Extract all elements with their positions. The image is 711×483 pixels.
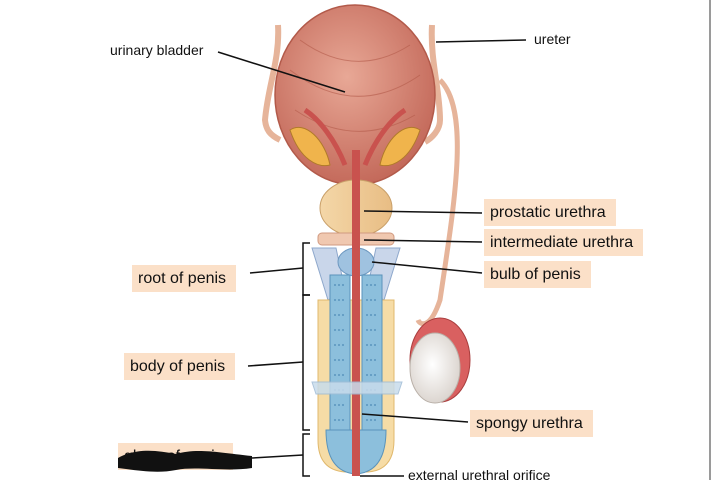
ampulla-left	[303, 107, 348, 166]
leader-glans	[251, 454, 304, 459]
corpus-cavernosum-left	[329, 274, 351, 456]
label-body-of-penis: body of penis	[124, 353, 236, 380]
seminal-vesicle-left	[289, 127, 331, 167]
ureter-right	[423, 24, 444, 145]
frame-edge	[709, 0, 711, 480]
label-external-urethral-orifice: external urethral orifice	[408, 467, 551, 483]
leader-prostatic-urethra	[363, 210, 483, 214]
ureter-left	[261, 24, 282, 143]
urethra	[352, 150, 360, 476]
leader-spongy-urethra	[361, 413, 469, 423]
leader-urinary-bladder	[217, 51, 346, 93]
corpus-cavernosum-right	[361, 274, 383, 456]
redaction-scribble	[118, 450, 252, 472]
leader-bulb-of-penis	[371, 261, 483, 274]
bracket-glans	[302, 433, 310, 477]
label-intermediate-urethra: intermediate urethra	[484, 229, 644, 256]
bracket-root	[302, 242, 310, 296]
label-ureter: ureter	[534, 31, 571, 47]
leader-intermediate-urethra	[363, 239, 483, 243]
leader-ureter	[435, 39, 527, 43]
leader-body-of-penis	[247, 361, 304, 367]
label-bulb-of-penis: bulb of penis	[484, 261, 591, 288]
bracket-body	[302, 294, 310, 431]
label-prostatic-urethra: prostatic urethra	[484, 199, 616, 226]
cross-section-plane	[311, 381, 403, 395]
testis	[409, 332, 461, 404]
leader-root-of-penis	[249, 267, 304, 274]
seminal-vesicle-right	[379, 127, 421, 167]
label-root-of-penis: root of penis	[132, 265, 237, 292]
label-spongy-urethra: spongy urethra	[470, 410, 593, 437]
label-urinary-bladder: urinary bladder	[110, 42, 204, 58]
ampulla-right	[362, 107, 407, 166]
